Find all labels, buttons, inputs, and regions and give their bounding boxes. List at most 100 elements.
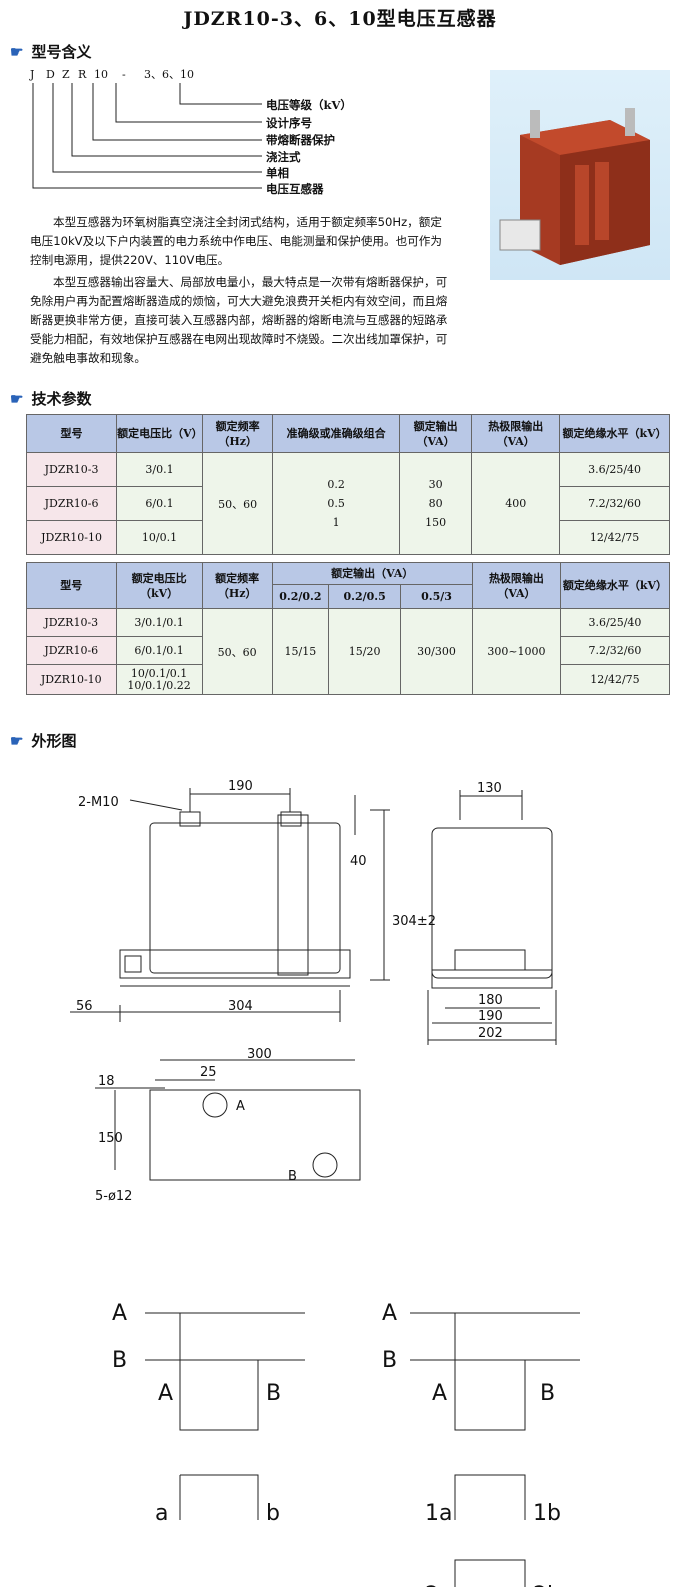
code-letter: R xyxy=(78,68,87,81)
table-cell: 3/0.1 xyxy=(116,452,203,487)
dimension-label: 180 xyxy=(478,993,503,1008)
code-letter: D xyxy=(46,68,55,81)
table-cell: JDZR10-3 xyxy=(25,452,118,487)
legend-item: 带熔断器保护 xyxy=(266,133,335,147)
table-cell: JDZR10-6 xyxy=(26,636,117,665)
accuracy-value: 0.5 xyxy=(327,497,345,510)
table-cell: JDZR10-10 xyxy=(26,664,117,695)
front-view-fuse xyxy=(277,814,309,976)
wiring-label: 1a xyxy=(425,1501,452,1526)
wiring-label: B xyxy=(540,1381,555,1406)
table-header: 额定输出（VA） xyxy=(271,562,473,585)
dimension-label: 130 xyxy=(477,781,502,796)
wiring-label: A xyxy=(382,1301,397,1326)
wiring-label: A xyxy=(158,1381,173,1406)
table-cell: 12/42/75 xyxy=(559,520,670,555)
legend-item: 单相 xyxy=(266,166,289,180)
code-letter: Z xyxy=(62,68,70,81)
front-view-body xyxy=(149,822,341,974)
accuracy-value: 0.2 xyxy=(327,478,345,491)
output-value: 30 xyxy=(428,478,443,491)
table-subheader: 0.5/3 xyxy=(400,584,473,609)
dimension-label: 5-ø12 xyxy=(95,1189,132,1204)
table-header: 额定频率（Hz） xyxy=(201,562,273,609)
dimension-label: 18 xyxy=(98,1074,115,1089)
wiring-label: 2a xyxy=(425,1583,452,1587)
table-header: 额定频率（Hz） xyxy=(201,414,274,453)
code-letter: 10 xyxy=(94,68,108,81)
table-cell: 400 xyxy=(471,452,561,555)
table-cell: 30 80 150 xyxy=(398,452,473,555)
section-model-meaning: ☛ 型号含义 xyxy=(10,41,91,62)
product-photo xyxy=(490,70,670,280)
table-cell: JDZR10-6 xyxy=(25,486,118,521)
outline-drawing: 2-M10 190 40 304±2 56 304 130 180 190 20… xyxy=(70,779,580,1587)
transformer-illustration xyxy=(499,108,650,265)
code-letter: J xyxy=(30,68,35,81)
dimension-label: 190 xyxy=(228,779,253,794)
table-cell: 3.6/25/40 xyxy=(559,452,670,487)
section-title: 技术参数 xyxy=(31,390,92,408)
wiring-label: B xyxy=(382,1348,397,1373)
pointing-hand-icon: ☛ xyxy=(10,42,24,61)
table-subheader: 0.2/0.2 xyxy=(271,584,330,609)
description-paragraph: 本型互感器为环氧树脂真空浇注全封闭式结构，适用于额定频率50Hz，额定电压10k… xyxy=(30,215,442,267)
wiring-label: B xyxy=(266,1381,281,1406)
output-value: 150 xyxy=(425,516,447,529)
table-cell: 10/0.1 xyxy=(116,520,203,555)
table-cell: 50、60 xyxy=(201,608,273,695)
table-cell: 30/300 xyxy=(400,608,473,695)
table-header: 额定电压比（V） xyxy=(116,414,203,453)
spec-table-1: 型号 额定电压比（V） 额定频率（Hz） 准确级或准确级组合 额定输出（VA） … xyxy=(25,414,670,555)
dimension-label: 190 xyxy=(478,1009,503,1024)
table-cell: 3.6/25/40 xyxy=(559,608,671,637)
side-view-body xyxy=(431,827,553,979)
table-cell: 7.2/32/60 xyxy=(559,486,670,521)
side-view-base xyxy=(431,969,553,989)
code-letter: 3、6、10 xyxy=(144,68,194,81)
dimension-label: 25 xyxy=(200,1065,217,1080)
table-header: 额定绝缘水平（kV） xyxy=(559,562,671,609)
front-view-base xyxy=(119,949,351,979)
dimension-label: 40 xyxy=(350,854,367,869)
table-cell: 0.2 0.5 1 xyxy=(272,452,400,555)
legend-item: 电压互感器 xyxy=(266,182,324,196)
table-cell: 10/0.1/0.1 10/0.1/0.22 xyxy=(115,664,203,695)
table-cell: 3/0.1/0.1 xyxy=(115,608,203,637)
wiring-label: A xyxy=(432,1381,447,1406)
code-letter: - xyxy=(122,68,126,81)
section-outline: ☛ 外形图 xyxy=(10,730,76,751)
model-code-leaders xyxy=(32,83,262,189)
section-title: 型号含义 xyxy=(31,43,92,61)
table-header: 额定输出（VA） xyxy=(398,414,473,453)
table-cell: JDZR10-10 xyxy=(25,520,118,555)
top-view-body xyxy=(149,1089,361,1181)
table-cell: 15/20 xyxy=(328,608,402,695)
section-tech-params: ☛ 技术参数 xyxy=(10,388,91,409)
dimension-label: 150 xyxy=(98,1131,123,1146)
dimension-label: 300 xyxy=(247,1047,272,1062)
table-header: 准确级或准确级组合 xyxy=(272,414,400,453)
dimension-label: 56 xyxy=(76,999,93,1014)
table-header: 额定绝缘水平（kV） xyxy=(559,414,670,453)
table-cell: 50、60 xyxy=(201,452,274,555)
pointing-hand-icon: ☛ xyxy=(10,731,24,750)
table-cell: 15/15 xyxy=(271,608,330,695)
accuracy-value: 1 xyxy=(332,516,340,529)
wiring-label: b xyxy=(266,1501,280,1526)
page-title: JDZR10-3、6、10型电压互感器 xyxy=(183,8,497,30)
legend-item: 设计序号 xyxy=(266,116,312,130)
terminal-label: B xyxy=(288,1169,297,1184)
wiring-label: 1b xyxy=(533,1501,561,1526)
table-cell: 7.2/32/60 xyxy=(559,636,671,665)
terminal-label: A xyxy=(236,1099,245,1114)
table-cell: 300~1000 xyxy=(471,608,561,695)
table-header: 型号 xyxy=(25,414,118,453)
table-cell: 6/0.1 xyxy=(116,486,203,521)
dimension-label: 304 xyxy=(228,999,253,1014)
table-header: 热极限输出（VA） xyxy=(471,414,561,453)
table-header: 额定电压比（kV） xyxy=(115,562,203,609)
wiring-label: B xyxy=(112,1348,127,1373)
ratio-value: 10/0.1/0.1 xyxy=(130,666,188,680)
